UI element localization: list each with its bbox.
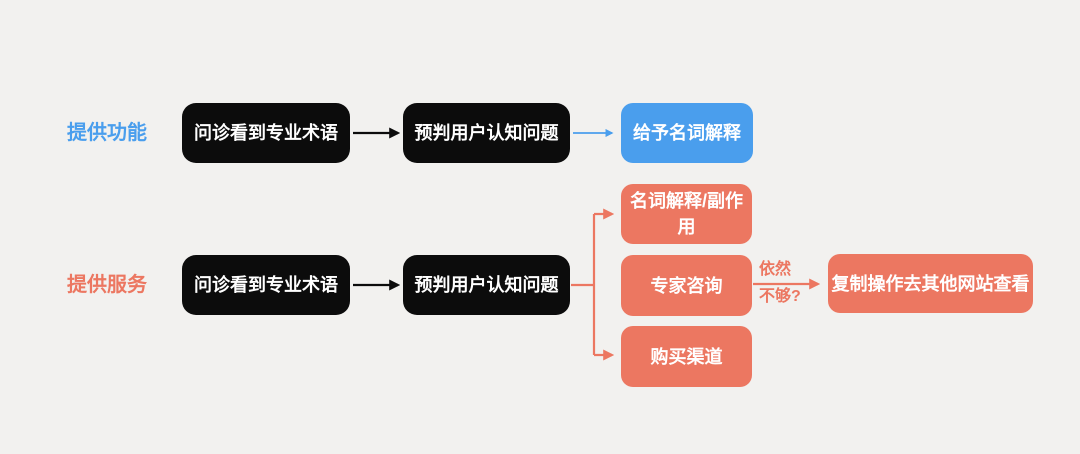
node-service-step1: 问诊看到专业术语 (182, 255, 350, 315)
row-label-function: 提供功能 (67, 122, 147, 144)
row-label-service: 提供服务 (67, 274, 147, 296)
condition-label-line1: 依然 (759, 261, 792, 278)
node-branch-purchase: 购买渠道 (621, 326, 752, 387)
node-function-step1: 问诊看到专业术语 (182, 103, 350, 163)
node-service-result: 复制操作去其他网站查看 (828, 254, 1033, 313)
node-branch-explanation: 名词解释/副作用 (621, 184, 752, 244)
node-function-step2: 预判用户认知问题 (403, 103, 570, 163)
condition-label-line2: 不够? (759, 288, 801, 305)
node-branch-expert: 专家咨询 (621, 255, 752, 316)
node-service-step2: 预判用户认知问题 (403, 255, 570, 315)
node-function-result: 给予名词解释 (621, 103, 753, 163)
